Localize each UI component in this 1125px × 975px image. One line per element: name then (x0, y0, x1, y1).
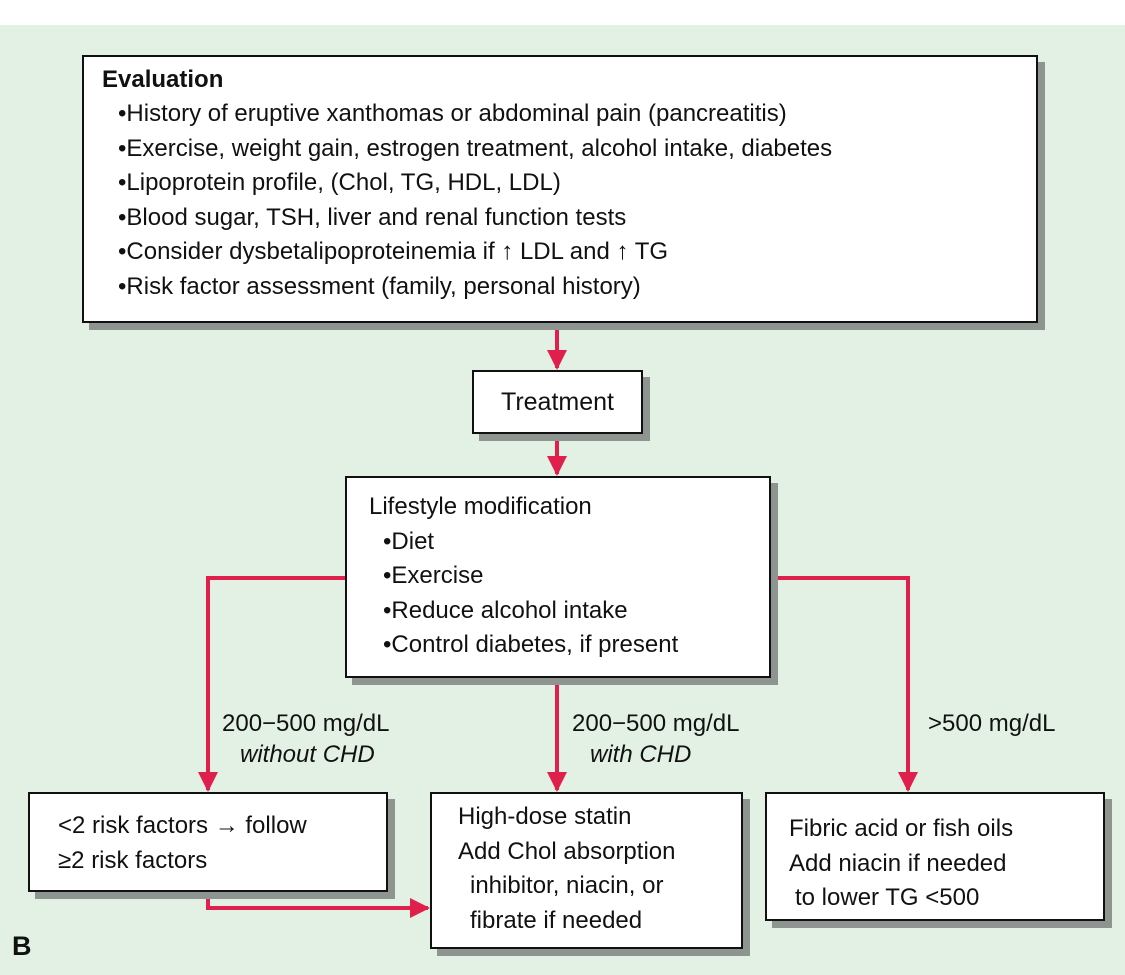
lifestyle-item: Exercise (383, 559, 769, 594)
outcome-box-left: <2 risk factors → follow ≥2 risk factors (28, 792, 388, 892)
arrow-left-to-middle (206, 892, 430, 918)
lifestyle-item: Reduce alcohol intake (383, 594, 769, 629)
evaluation-list: History of eruptive xanthomas or abdomin… (102, 97, 1036, 304)
branch-left-range: 200−500 mg/dL (222, 710, 390, 737)
outcome-right-line: Add niacin if needed (789, 849, 1007, 877)
evaluation-item: Exercise, weight gain, estrogen treatmen… (118, 132, 1036, 167)
evaluation-item: History of eruptive xanthomas or abdomin… (118, 97, 1036, 132)
lifestyle-box: Lifestyle modification Diet Exercise Red… (345, 476, 771, 678)
evaluation-box: Evaluation History of eruptive xanthomas… (82, 55, 1038, 323)
outcome-middle-line: Add Chol absorption (458, 837, 676, 865)
arrow-lifestyle-to-left (198, 576, 345, 792)
outcome-right-line: Fibric acid or fish oils (789, 815, 1014, 842)
arrow-lifestyle-to-right (771, 576, 918, 792)
branch-label-left: 200−500 mg/dL without CHD (222, 710, 389, 769)
branch-label-middle: 200−500 mg/dL with CHD (572, 710, 739, 769)
outcome-middle-line: inhibitor, niacin, or (470, 872, 664, 899)
treatment-label: Treatment (500, 387, 614, 416)
lifestyle-item: Diet (383, 525, 769, 560)
evaluation-item: Lipoprotein profile, (Chol, TG, HDL, LDL… (118, 166, 1036, 201)
lifestyle-title: Lifestyle modification (369, 493, 592, 520)
lifestyle-item: Control diabetes, if present (383, 628, 769, 663)
evaluation-item: Risk factor assessment (family, personal… (118, 270, 1036, 305)
lifestyle-list: Diet Exercise Reduce alcohol intake Cont… (369, 525, 769, 663)
evaluation-item: Blood sugar, TSH, liver and renal functi… (118, 201, 1036, 236)
outcome-box-middle: High-dose statin Add Chol absorption inh… (430, 792, 743, 949)
evaluation-title: Evaluation (102, 66, 224, 93)
outcome-left-line: <2 risk factors → follow (58, 812, 307, 839)
outcome-box-right: Fibric acid or fish oils Add niacin if n… (765, 792, 1105, 921)
treatment-box: Treatment (472, 370, 643, 434)
panel-label: B (12, 931, 32, 961)
outcome-middle-line: fibrate if needed (470, 906, 643, 934)
branch-label-right: >500 mg/dL (928, 710, 1055, 738)
outcome-left-line: ≥2 risk factors (58, 846, 208, 874)
branch-right-range: >500 mg/dL (928, 710, 1056, 737)
evaluation-item: Consider dysbetalipoproteinemia if ↑ LDL… (118, 235, 1036, 270)
outcome-right-line: to lower TG <500 (795, 884, 980, 911)
outcome-middle-line: High-dose statin (458, 803, 632, 830)
branch-middle-range: 200−500 mg/dL (572, 710, 740, 737)
branch-left-condition: without CHD (240, 741, 375, 768)
branch-middle-condition: with CHD (590, 741, 692, 768)
